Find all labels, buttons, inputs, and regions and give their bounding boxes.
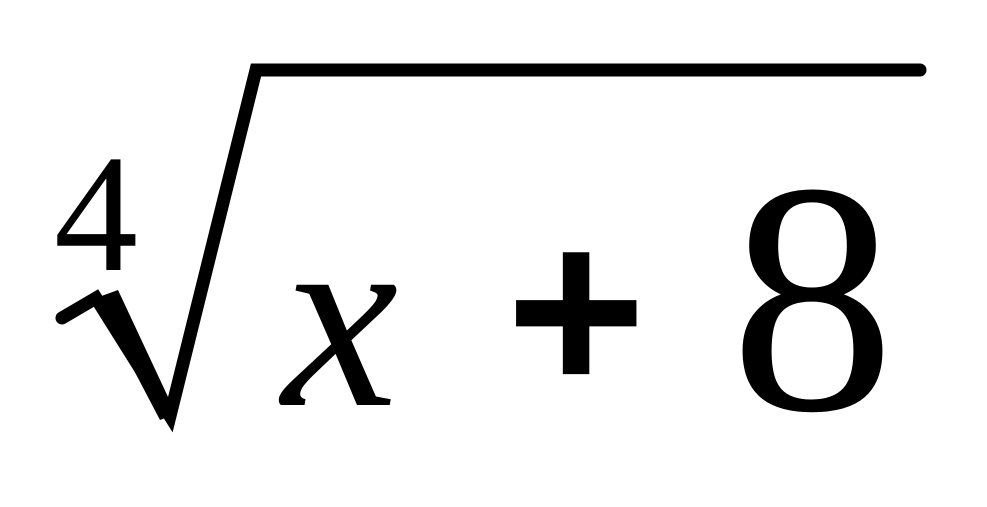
root-index: 4 [54,121,138,307]
constant-8: 8 [730,116,895,481]
variable-x: x [282,172,399,462]
plus-operator: + [506,176,647,444]
